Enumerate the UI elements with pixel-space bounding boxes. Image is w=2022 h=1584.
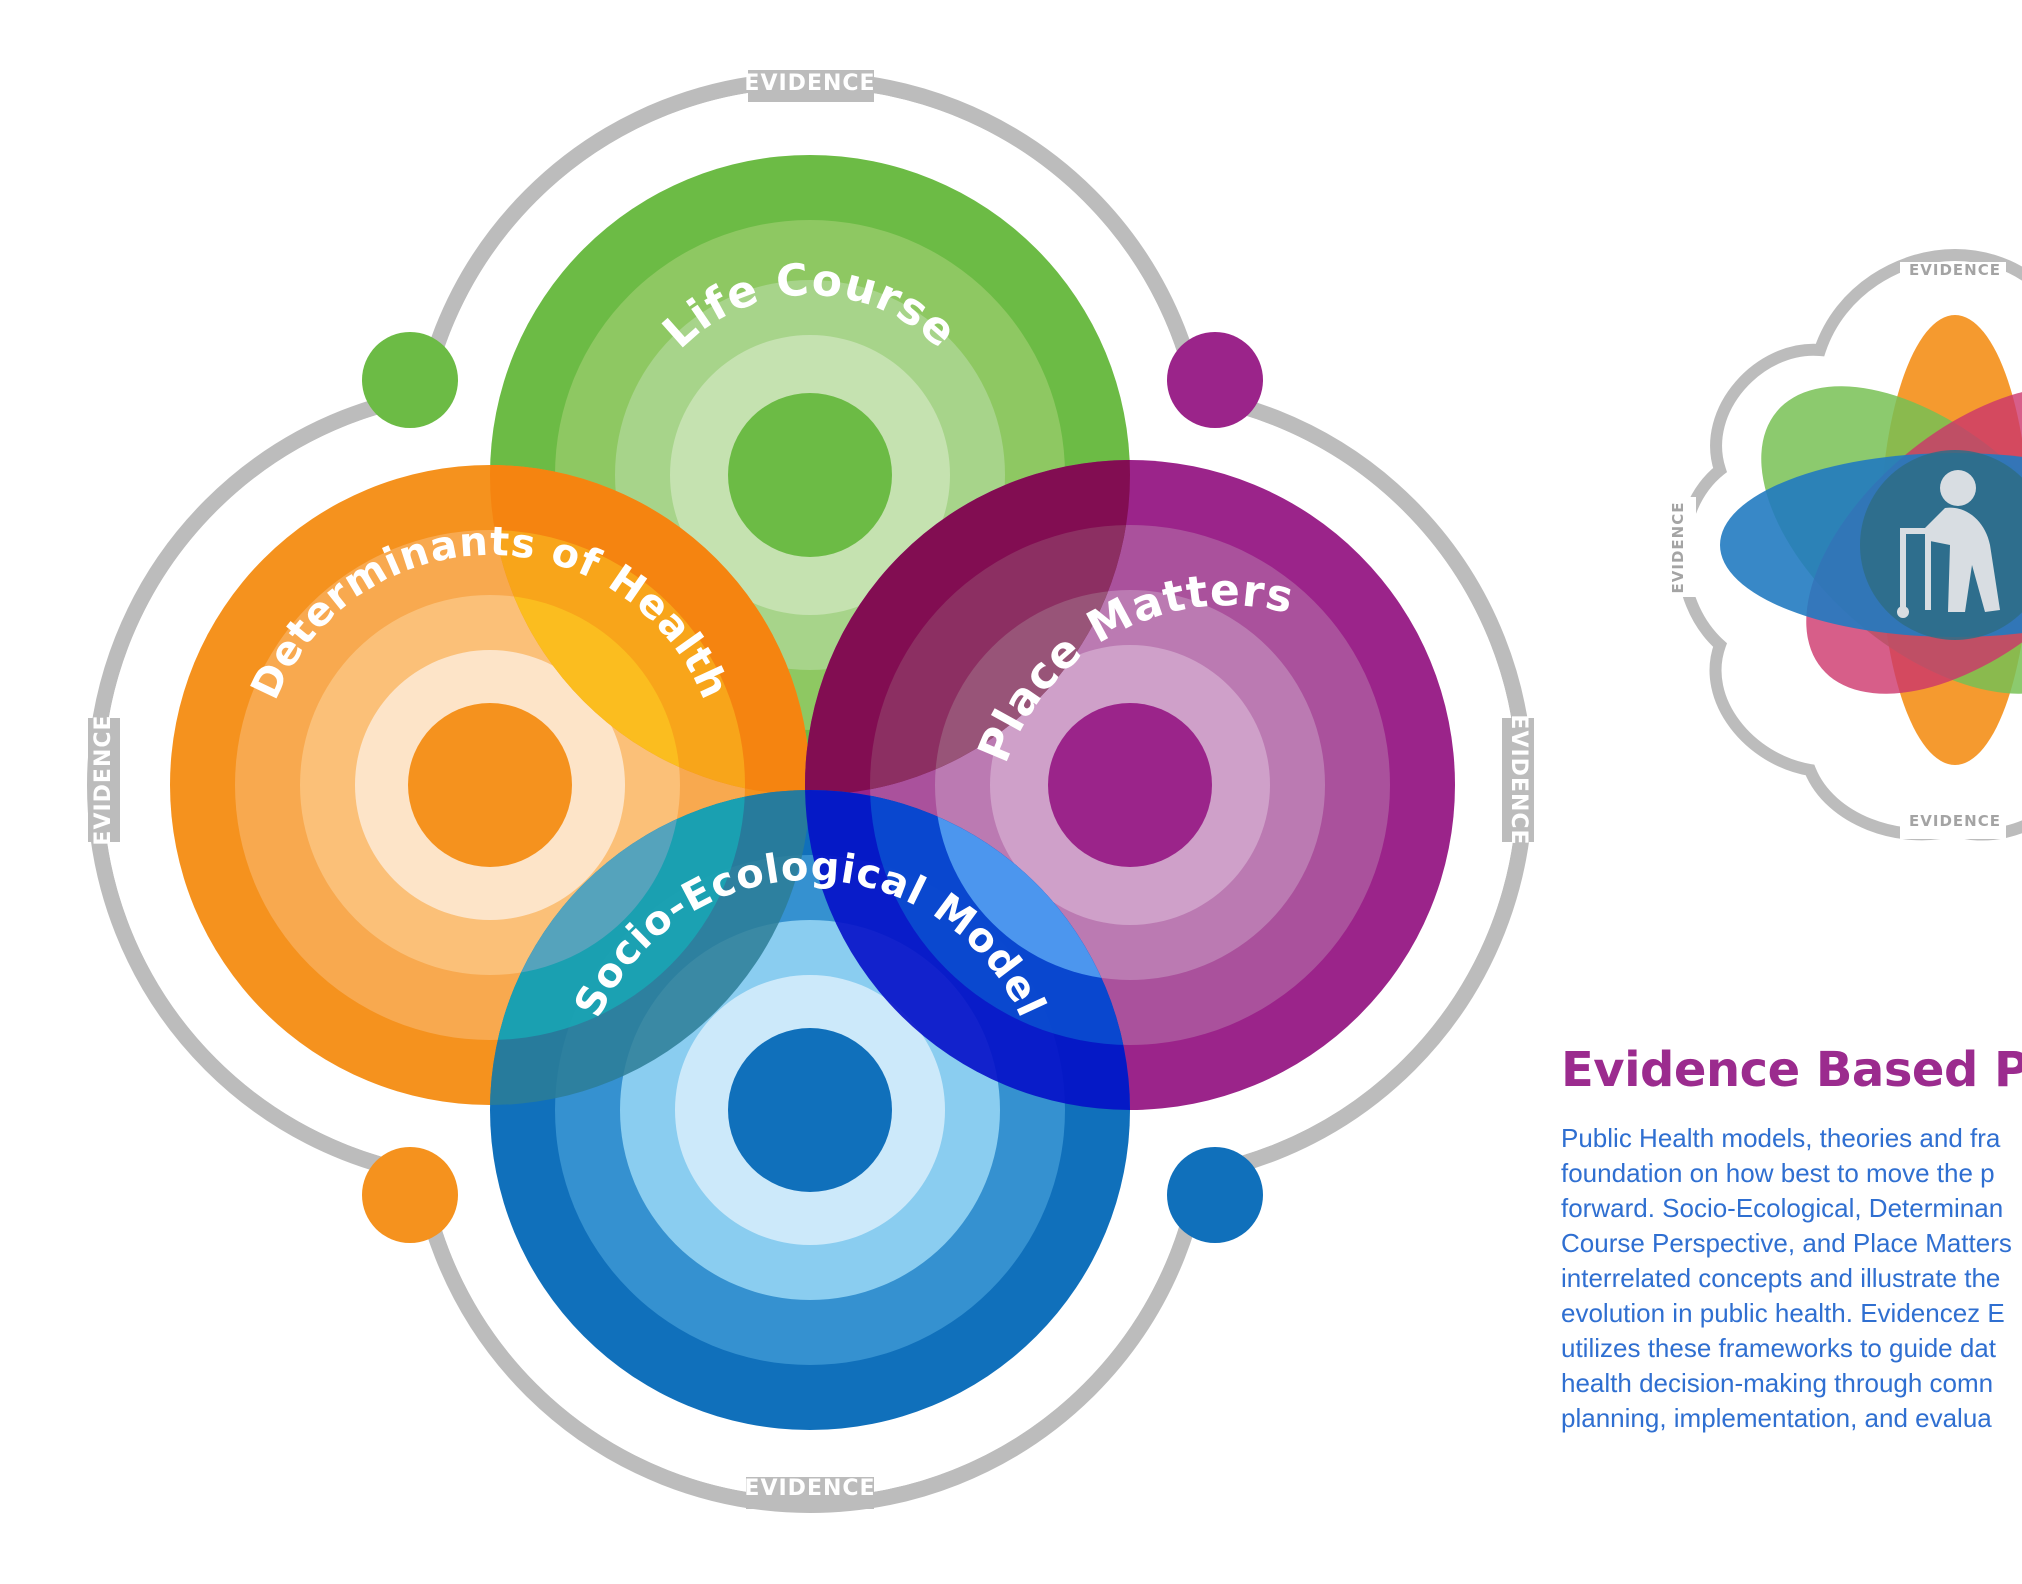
- evidence-label-left: EVIDENCE: [91, 714, 116, 845]
- body-line: interrelated concepts and illustrate the: [1561, 1263, 2001, 1293]
- evidence-label-right: EVIDENCE: [1506, 714, 1531, 845]
- orange-connector-dot: [362, 1147, 458, 1243]
- evidence-based-text: Evidence Based Pu Public Health models, …: [1561, 1035, 2022, 1436]
- body-line: health decision-making through comn: [1561, 1368, 1994, 1398]
- logo-evidence-left: EVIDENCE: [1669, 502, 1687, 594]
- section-heading: Evidence Based Pu: [1561, 1042, 2022, 1098]
- green-purple-overlap: [805, 460, 1130, 795]
- logo-evidence-bottom: EVIDENCE: [1909, 812, 2001, 830]
- blue-connector-dot: [1167, 1147, 1263, 1243]
- body-line: evolution in public health. Evidencez E: [1561, 1298, 2005, 1328]
- body-line: Public Health models, theories and fra: [1561, 1123, 2001, 1153]
- body-line: utilizes these frameworks to guide dat: [1561, 1333, 1996, 1363]
- body-line: foundation on how best to move the p: [1561, 1158, 1995, 1188]
- green-connector-dot: [362, 332, 458, 428]
- body-line: planning, implementation, and evalua: [1561, 1403, 1992, 1433]
- logo-evidence-top: EVIDENCE: [1909, 261, 2001, 279]
- body-line: forward. Socio-Ecological, Determinan: [1561, 1193, 2004, 1223]
- person-with-walker-icon: [1897, 470, 2000, 618]
- body-line: Course Perspective, and Place Matters: [1561, 1228, 2012, 1258]
- evidencez-logo: EVIDENCE EVIDENCE EVIDENCE: [1669, 248, 2022, 841]
- evidence-label-top: EVIDENCE: [744, 71, 875, 96]
- purple-connector-dot: [1167, 332, 1263, 428]
- green-orange-overlap: [490, 465, 810, 795]
- evidence-label-bottom: EVIDENCE: [744, 1476, 875, 1501]
- body-paragraph: Public Health models, theories and fra f…: [1561, 1121, 2022, 1436]
